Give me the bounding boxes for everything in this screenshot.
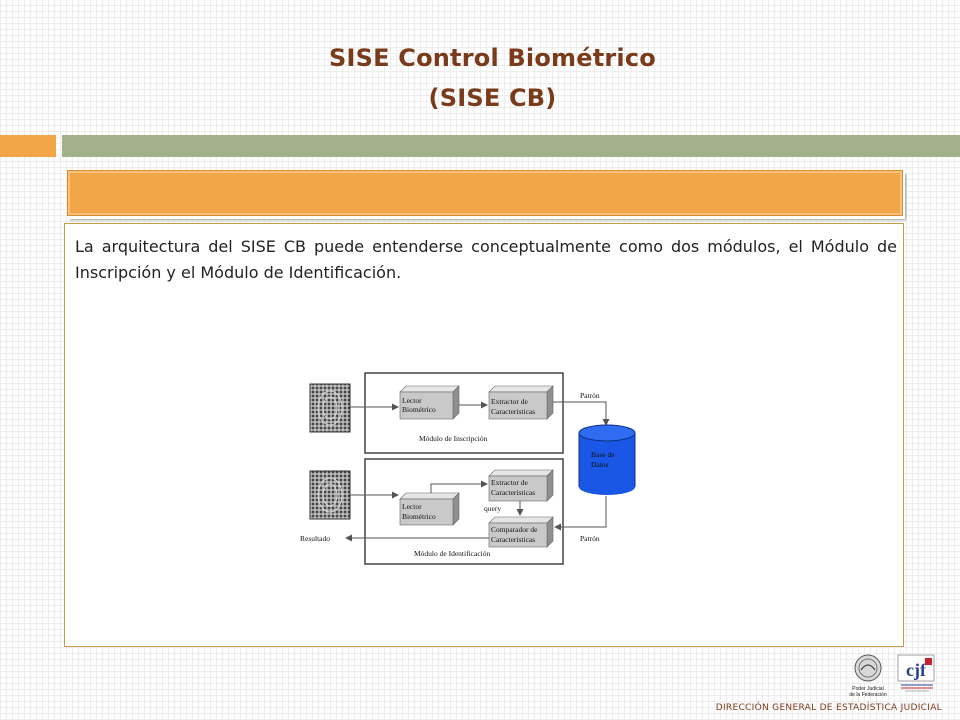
inscripcion-lector-label-2: Biométrico [402, 405, 436, 414]
query-label: query [484, 504, 501, 513]
cjf-mark: cjf [906, 660, 927, 680]
patron-bottom-label: Patrón [580, 534, 600, 543]
inscripcion-lector-box [399, 385, 460, 420]
content-box: La arquitectura del SISE CB puede entend… [64, 223, 904, 647]
database-label-2: Datos [591, 460, 609, 469]
pjf-logo: Poder Judicial de la Federación [846, 652, 890, 700]
arrow-lector-to-extractor-bottom [430, 480, 488, 493]
identificacion-lector-box [399, 492, 460, 526]
pjf-label-2: de la Federación [849, 692, 886, 698]
identificacion-comparador-label-1: Comparador de [491, 525, 538, 534]
title-line-1: SISE Control Biométrico [329, 44, 656, 72]
identificacion-lector-label-1: Lector [402, 502, 422, 511]
title-line-2: (SISE CB) [428, 84, 557, 112]
identificacion-extractor-label-2: Características [491, 488, 535, 497]
cjf-logo: cjf [895, 652, 939, 696]
identificacion-comparador-label-2: Características [491, 535, 535, 544]
fingerprint-image-top [309, 383, 351, 433]
architecture-diagram: Lector Biométrico Extractor de Caracterí… [288, 359, 651, 583]
fingerprint-image-bottom [309, 470, 351, 520]
resultado-label: Resultado [300, 534, 330, 543]
accent-bar-green [62, 135, 960, 157]
identificacion-module-label: Módulo de Identificación [414, 549, 490, 558]
inscripcion-module-label: Módulo de Inscripción [419, 434, 488, 443]
inscripcion-module-frame [364, 372, 564, 454]
arrow-extractor-to-db [553, 401, 610, 426]
database-cylinder [578, 424, 636, 495]
identificacion-lector-label-2: Biométrico [402, 512, 436, 521]
identificacion-extractor-box [488, 469, 554, 502]
pjf-label-1: Poder Judicial [852, 686, 883, 692]
slide-title: SISE Control Biométrico (SISE CB) [0, 38, 960, 118]
identificacion-module-frame [364, 458, 564, 565]
body-paragraph: La arquitectura del SISE CB puede entend… [75, 237, 897, 282]
content-header-bar [67, 170, 903, 216]
inscripcion-lector-label-1: Lector [402, 396, 422, 405]
footer-department: DIRECCIÓN GENERAL DE ESTADÍSTICA JUDICIA… [715, 703, 942, 713]
accent-bar-orange [0, 135, 56, 157]
inscripcion-extractor-box [488, 385, 554, 420]
inscripcion-extractor-label-2: Características [491, 407, 535, 416]
patron-top-label: Patrón [580, 391, 600, 400]
database-label-1: Base de [591, 450, 615, 459]
identificacion-comparador-box [488, 516, 554, 548]
arrow-db-to-comparador [554, 496, 607, 531]
inscripcion-extractor-label-1: Extractor de [491, 397, 529, 406]
identificacion-extractor-label-1: Extractor de [491, 478, 529, 487]
